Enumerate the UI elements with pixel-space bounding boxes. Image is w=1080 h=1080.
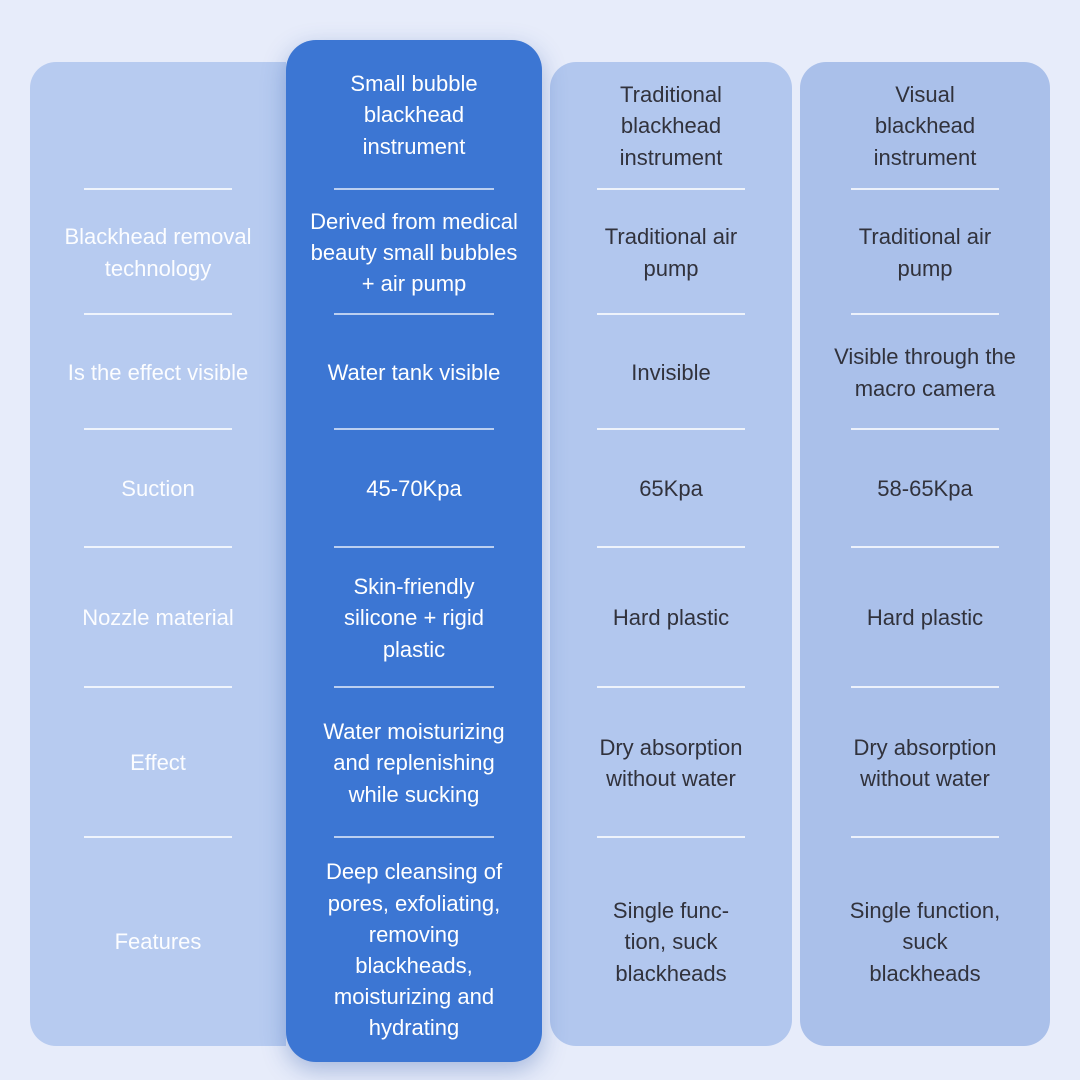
cell-visibility: Water tank visible	[286, 315, 542, 430]
column-header-cell: Small bubble blackhead instrument	[286, 40, 542, 190]
row-label-suction: Suction	[30, 430, 286, 548]
cell-value: Invisible	[631, 359, 711, 385]
row-divider	[334, 836, 494, 838]
row-divider	[334, 188, 494, 190]
row-divider	[851, 313, 999, 315]
row-divider	[84, 188, 232, 190]
cell-effect: Dry absorption without water	[550, 688, 792, 838]
cell-features: Single function, suck blackheads	[800, 838, 1050, 1046]
row-label-text: Nozzle material	[82, 605, 234, 631]
row-label-visibility: Is the effect visible	[30, 315, 286, 430]
cell-value: Skin-friendly silicone + rigid plastic	[343, 574, 484, 662]
row-divider	[597, 686, 745, 688]
cell-visibility: Invisible	[550, 315, 792, 430]
row-divider	[851, 836, 999, 838]
row-label-text: Suction	[121, 476, 195, 502]
cell-technology: Traditional air pump	[800, 190, 1050, 315]
row-divider	[597, 188, 745, 190]
row-divider	[84, 686, 232, 688]
cell-value: Deep cleansing of pores, exfoliating, re…	[325, 859, 503, 1041]
row-label-features: Features	[30, 838, 286, 1046]
cell-visibility: Visible through the macro camera	[800, 315, 1050, 430]
cell-technology: Traditional air pump	[550, 190, 792, 315]
cell-value: Hard plastic	[866, 605, 984, 631]
visual-column: Visual blackhead instrument Traditional …	[800, 62, 1050, 1046]
cell-nozzle: Hard plastic	[800, 548, 1050, 688]
cell-value: Hard plastic	[612, 605, 730, 631]
column-header-text: Small bubble blackhead instrument	[350, 71, 478, 159]
cell-value: Single func- tion, suck blackheads	[612, 898, 730, 986]
cell-technology: Derived from medical beauty small bubble…	[286, 190, 542, 315]
row-divider	[334, 428, 494, 430]
row-divider	[84, 836, 232, 838]
row-labels-column: Blackhead removal technology Is the effe…	[30, 62, 286, 1046]
cell-suction: 58-65Kpa	[800, 430, 1050, 548]
cell-nozzle: Hard plastic	[550, 548, 792, 688]
cell-value: Traditional air pump	[604, 224, 738, 281]
row-divider	[84, 546, 232, 548]
row-divider	[597, 836, 745, 838]
empty-header-cell	[30, 62, 286, 190]
row-label-effect: Effect	[30, 688, 286, 838]
row-label-text: Effect	[130, 750, 186, 776]
cell-value: 58-65Kpa	[877, 476, 973, 502]
cell-value: 45-70Kpa	[366, 476, 462, 502]
cell-value: Dry absorption without water	[599, 734, 743, 791]
column-header-cell: Visual blackhead instrument	[800, 62, 1050, 190]
cell-suction: 45-70Kpa	[286, 430, 542, 548]
row-divider	[597, 546, 745, 548]
cell-value: Derived from medical beauty small bubble…	[310, 208, 518, 297]
row-label-technology: Blackhead removal technology	[30, 190, 286, 315]
column-header-text: Visual blackhead instrument	[873, 82, 977, 170]
cell-value: Dry absorption without water	[853, 734, 997, 791]
cell-effect: Dry absorption without water	[800, 688, 1050, 838]
cell-features: Single func- tion, suck blackheads	[550, 838, 792, 1046]
row-divider	[851, 428, 999, 430]
row-divider	[851, 188, 999, 190]
row-label-nozzle: Nozzle material	[30, 548, 286, 688]
column-header-text: Traditional blackhead instrument	[619, 82, 723, 170]
row-divider	[851, 546, 999, 548]
traditional-column: Traditional blackhead instrument Traditi…	[550, 62, 792, 1046]
cell-value: Water moisturizing and replenishing whil…	[323, 719, 505, 807]
product-column: Small bubble blackhead instrument Derive…	[286, 40, 542, 1062]
cell-value: Traditional air pump	[858, 224, 992, 281]
row-divider	[597, 313, 745, 315]
row-divider	[334, 313, 494, 315]
cell-nozzle: Skin-friendly silicone + rigid plastic	[286, 548, 542, 688]
row-label-text: Features	[114, 929, 202, 955]
row-divider	[84, 428, 232, 430]
cell-value: Water tank visible	[327, 359, 501, 385]
cell-value: 65Kpa	[639, 476, 703, 502]
row-divider	[334, 546, 494, 548]
row-label-text: Blackhead removal technology	[64, 224, 252, 281]
row-divider	[597, 428, 745, 430]
row-divider	[334, 686, 494, 688]
column-header-cell: Traditional blackhead instrument	[550, 62, 792, 190]
cell-suction: 65Kpa	[550, 430, 792, 548]
row-label-text: Is the effect visible	[67, 359, 249, 385]
cell-features: Deep cleansing of pores, exfoliating, re…	[286, 838, 542, 1062]
row-divider	[851, 686, 999, 688]
cell-effect: Water moisturizing and replenishing whil…	[286, 688, 542, 838]
row-divider	[84, 313, 232, 315]
cell-value: Single function, suck blackheads	[849, 898, 1001, 986]
cell-value: Visible through the macro camera	[834, 344, 1016, 401]
